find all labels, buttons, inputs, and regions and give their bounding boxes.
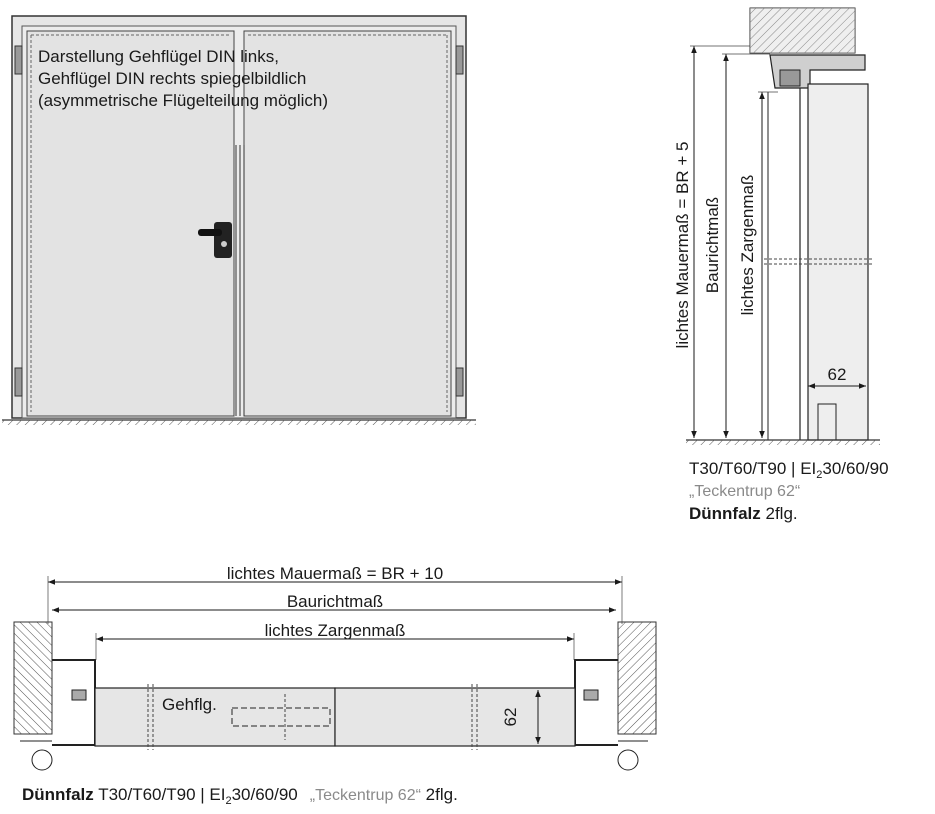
vertical-caption-line1: T30/T60/T90 | EI230/60/90	[689, 459, 889, 481]
hinge-icon	[455, 45, 464, 75]
dim-zargenmass-vertical: lichtes Zargenmaß	[738, 175, 757, 316]
dim-mauermass-vertical: lichtes Mauermaß = BR + 5	[673, 142, 692, 349]
dim-62-vertical: 62	[828, 365, 847, 384]
note-line-1: Darstellung Gehflügel DIN links,	[38, 47, 279, 66]
wall-left	[13, 621, 53, 735]
vertical-section: lichtes Mauermaß = BR + 5 Baurichtmaß li…	[673, 7, 889, 523]
frame-profile-right	[574, 659, 618, 746]
door-leaf-left	[26, 30, 235, 417]
roller-left-icon	[31, 749, 53, 771]
horizontal-caption: Dünnfalz T30/T60/T90 | EI230/60/90„Tecke…	[22, 785, 458, 807]
vertical-caption-line2: „Teckentrup 62“	[689, 483, 800, 500]
hinge-icon	[14, 45, 23, 75]
lock-case	[231, 707, 331, 727]
dim-baurichtmass-vertical: Baurichtmaß	[703, 197, 722, 293]
dim-mauermass-horizontal: lichtes Mauermaß = BR + 10	[227, 564, 443, 583]
door-leaf-right	[243, 30, 452, 417]
door-leaf-walking	[94, 687, 336, 747]
note-line-3: (asymmetrische Flügelteilung möglich)	[38, 91, 328, 110]
horizontal-section: lichtes Mauermaß = BR + 10 Baurichtmaß l…	[13, 564, 657, 807]
vertical-caption-line3: Dünnfalz 2flg.	[689, 504, 798, 523]
wall-right	[617, 621, 657, 735]
wall-lintel	[749, 7, 856, 54]
door-handle-icon	[198, 222, 232, 258]
door-leaf-section	[807, 83, 869, 441]
dim-62-horizontal: 62	[501, 708, 520, 727]
roller-right-icon	[617, 749, 639, 771]
dim-zargenmass-horizontal: lichtes Zargenmaß	[265, 621, 406, 640]
door-leaf-fixed	[334, 687, 576, 747]
note-line-2: Gehflügel DIN rechts spiegelbildlich	[38, 69, 306, 88]
hinge-icon	[455, 367, 464, 397]
hinge-icon	[14, 367, 23, 397]
dim-baurichtmass-horizontal: Baurichtmaß	[287, 592, 383, 611]
frame-profile-left	[52, 659, 96, 746]
label-gehflg: Gehflg.	[162, 695, 217, 714]
front-view: Darstellung Gehflügel DIN links, Gehflüg…	[2, 15, 476, 425]
